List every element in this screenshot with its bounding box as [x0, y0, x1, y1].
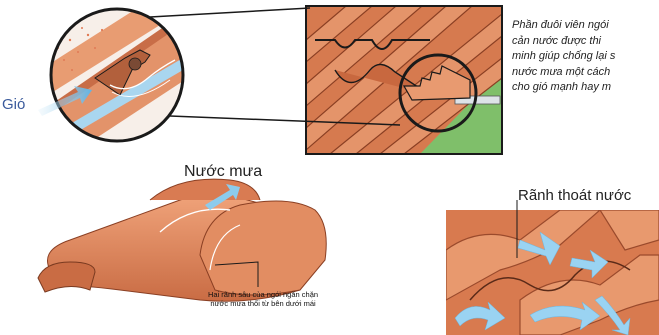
drain-groove-closeup	[446, 200, 659, 335]
description-text: Phần đuôi viên ngói cản nước được thi mi…	[512, 18, 659, 96]
caption-line: nước mưa thổi từ bên dưới mái	[163, 299, 363, 308]
caption-line: Hai rãnh sâu của ngói ngăn chặn	[163, 290, 363, 299]
description-line: cho gió mạnh hay m	[512, 80, 659, 96]
drain-groove-label: Rãnh thoát nước	[518, 187, 631, 204]
tile-caption: Hai rãnh sâu của ngói ngăn chặn nước mưa…	[163, 290, 363, 308]
roof-tile-illustration	[38, 179, 326, 301]
description-line: Phần đuôi viên ngói	[512, 18, 659, 34]
description-line: cản nước được thi	[512, 34, 659, 50]
description-line: minh giúp chống lại s	[512, 49, 659, 65]
description-line: nước mưa một cách	[512, 65, 659, 81]
rain-label: Nước mưa	[184, 163, 262, 181]
magnified-joint-circle	[40, 0, 200, 175]
wind-label: Gió	[2, 96, 25, 113]
